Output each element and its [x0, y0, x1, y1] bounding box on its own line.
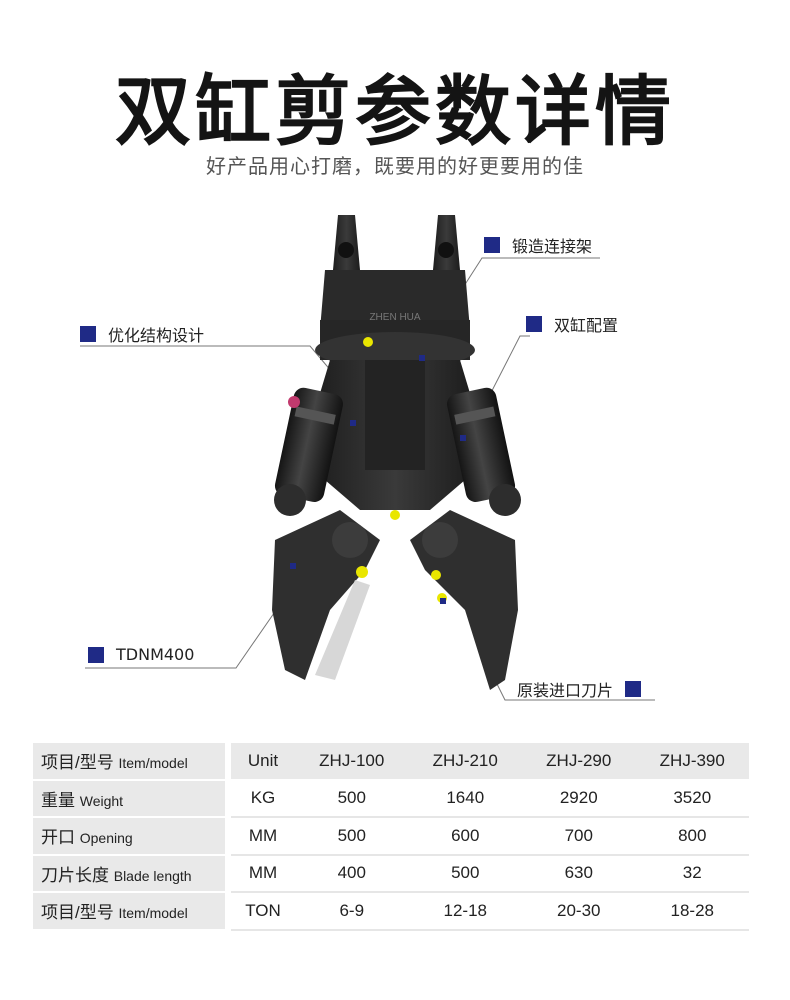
- row-value: 32: [635, 855, 749, 893]
- table-row: 项目/型号 Item/model TON 6-9 12-18 20-30 18-…: [33, 893, 749, 931]
- table-row: 开口 Opening MM 500 600 700 800: [33, 818, 749, 856]
- row-value: 500: [295, 780, 409, 818]
- callout-dual-cylinder: 双缸配置: [526, 312, 618, 336]
- row-unit: MM: [231, 818, 295, 856]
- callout-marker-icon: [80, 326, 96, 342]
- row-value: 12-18: [408, 893, 522, 931]
- callout-steel: TDNM400: [88, 645, 194, 664]
- callout-marker-icon: [484, 237, 500, 253]
- callout-marker-icon: [88, 646, 104, 663]
- callout-optimized-design: 优化结构设计: [80, 322, 204, 346]
- row-label: 开口 Opening: [33, 818, 225, 856]
- header-label: 项目/型号 Item/model: [33, 743, 225, 781]
- page-title: 双缸剪参数详情: [115, 67, 675, 156]
- row-label: 项目/型号 Item/model: [33, 893, 225, 931]
- row-value: 6-9: [295, 893, 409, 931]
- row-unit: TON: [231, 893, 295, 931]
- row-value: 2920: [522, 780, 636, 818]
- row-unit: KG: [231, 780, 295, 818]
- callout-blade: 原装进口刀片: [517, 677, 642, 701]
- row-value: 400: [295, 855, 409, 893]
- hydraulic-shear-image: ZHEN HUA: [272, 215, 521, 690]
- leader-steel: [85, 589, 291, 669]
- table-header-row: 项目/型号 Item/model Unit ZHJ-100 ZHJ-210 ZH…: [33, 743, 749, 781]
- callout-marker-icon: [625, 681, 642, 697]
- row-label: 重量 Weight: [33, 780, 225, 818]
- row-unit: MM: [231, 855, 295, 893]
- header-model: ZHJ-100: [295, 743, 409, 781]
- row-value: 500: [408, 855, 522, 893]
- row-value: 630: [522, 855, 636, 893]
- row-value: 3520: [635, 780, 749, 818]
- row-value: 20-30: [522, 893, 636, 931]
- row-value: 18-28: [635, 893, 749, 931]
- leader-optimized-design: [80, 345, 333, 373]
- row-value: 700: [522, 818, 636, 856]
- row-label: 刀片长度 Blade length: [33, 855, 225, 893]
- table-row: 重量 Weight KG 500 1640 2920 3520: [33, 780, 749, 818]
- watermark-text: ZHEN HUA: [369, 312, 420, 323]
- header-model: ZHJ-290: [522, 743, 636, 781]
- header-model: ZHJ-390: [635, 743, 749, 781]
- specs-table: 项目/型号 Item/model Unit ZHJ-100 ZHJ-210 ZH…: [33, 743, 749, 931]
- row-value: 600: [408, 818, 522, 856]
- callout-marker-icon: [526, 316, 542, 332]
- page-subtitle: 好产品用心打磨，既要用的好更要用的佳: [206, 154, 584, 178]
- row-value: 800: [635, 818, 749, 856]
- header-model: ZHJ-210: [408, 743, 522, 781]
- table-row: 刀片长度 Blade length MM 400 500 630 32: [33, 855, 749, 893]
- row-value: 1640: [408, 780, 522, 818]
- row-value: 500: [295, 818, 409, 856]
- header-unit: Unit: [231, 743, 295, 781]
- callout-forged-bracket: 锻造连接架: [484, 233, 592, 257]
